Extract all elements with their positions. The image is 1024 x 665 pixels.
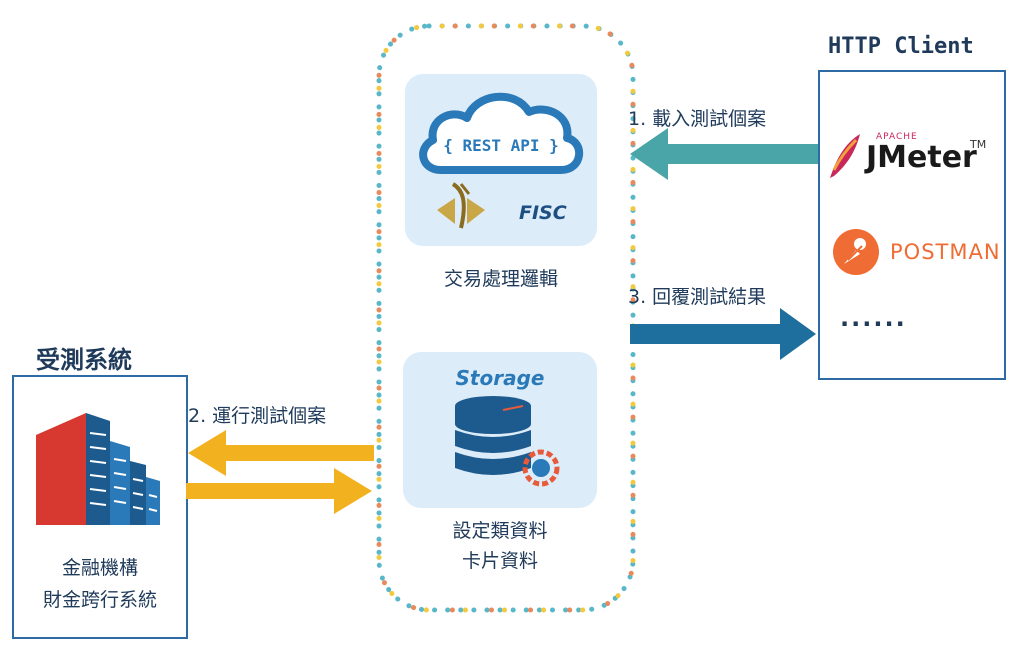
dotted-container-border — [376, 23, 636, 613]
postman-name: POSTMAN — [890, 240, 1001, 264]
api-panel: { REST API } FISC — [405, 74, 597, 246]
database-icon — [455, 396, 560, 487]
storage-title: Storage — [455, 366, 545, 390]
jmeter-feather-icon — [830, 134, 860, 178]
more-clients-ellipsis: ...... — [840, 304, 907, 332]
step2-arrow-from-system — [186, 468, 372, 514]
fisc-label: FISC — [519, 202, 567, 224]
buildings-icon — [36, 413, 160, 525]
jmeter-small-label: APACHE — [876, 132, 918, 142]
step3-arrow — [630, 308, 816, 360]
step3-label: 3. 回覆測試結果 — [628, 286, 767, 308]
fisc-logo-icon — [437, 182, 485, 229]
jmeter-name: JMeter — [866, 140, 977, 175]
rest-api-label: { REST API } — [443, 136, 559, 155]
postman-icon — [833, 229, 879, 275]
data-caption-line2: 卡片資料 — [461, 550, 538, 572]
system-under-test-title: 受測系統 — [36, 346, 132, 374]
step2-label: 2. 運行測試個案 — [188, 405, 327, 427]
data-caption-line1: 設定類資料 — [452, 520, 548, 542]
http-client-title: HTTP Client — [828, 34, 974, 59]
cloud-icon — [419, 92, 584, 174]
system-under-test-box: 金融機構 財金跨行系統 — [12, 375, 188, 639]
logic-caption: 交易處理邏輯 — [443, 268, 558, 290]
jmeter-tm: TM — [970, 138, 987, 151]
http-client-box: APACHE JMeter TM POSTMAN ...... — [818, 70, 1006, 380]
step1-label: 1. 載入測試個案 — [628, 108, 767, 130]
step2-arrow-to-system — [188, 430, 374, 476]
step1-arrow — [630, 128, 818, 180]
institution-line1: 金融機構 — [61, 557, 138, 579]
institution-line2: 財金跨行系統 — [42, 589, 157, 611]
storage-panel: Storage — [403, 352, 597, 508]
